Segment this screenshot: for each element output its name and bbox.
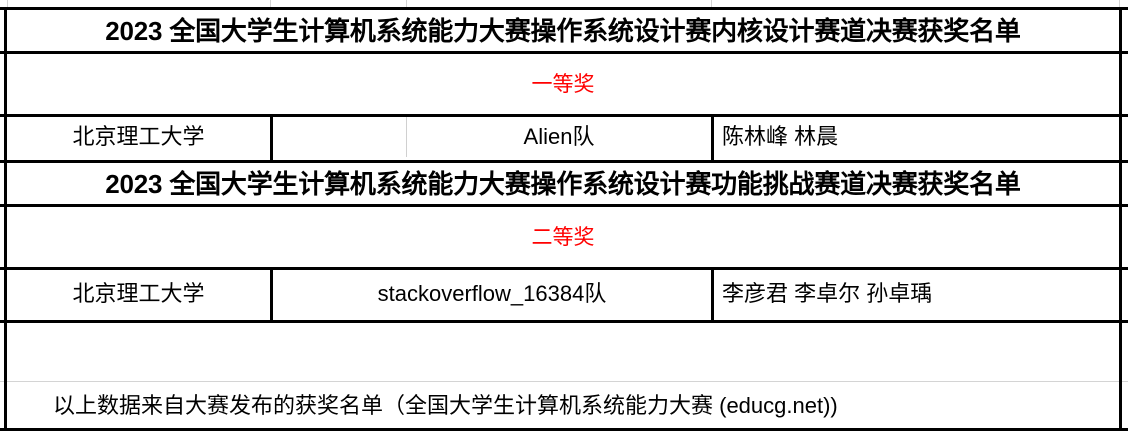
gridline [7, 0, 8, 7]
table-row-2-members: 李彦君 李卓尔 孙卓瑀 [714, 270, 1119, 317]
section-title-1-cell: 2023 全国大学生计算机系统能力大赛操作系统设计赛内核设计赛道决赛获奖名单 [7, 10, 1119, 51]
table-row-2-team: stackoverflow_16384队 [273, 270, 711, 317]
footer-note-cell: 以上数据来自大赛发布的获奖名单（全国大学生计算机系统能力大赛 (educg.ne… [7, 384, 1119, 428]
top-clipped-row [0, 0, 1128, 7]
border-above-data-row-1 [0, 114, 1128, 117]
award-label-2: 二等奖 [531, 225, 595, 249]
gridline [270, 0, 271, 7]
border-top-title-1 [0, 7, 1128, 10]
gridline [1119, 0, 1120, 7]
section-title-2-cell: 2023 全国大学生计算机系统能力大赛操作系统设计赛功能挑战赛道决赛获奖名单 [7, 163, 1119, 204]
award-label-1-cell: 一等奖 [7, 54, 1119, 114]
footer-note: 以上数据来自大赛发布的获奖名单（全国大学生计算机系统能力大赛 (educg.ne… [53, 393, 838, 418]
border-col-team-2 [711, 267, 714, 320]
section-title-2: 2023 全国大学生计算机系统能力大赛操作系统设计赛功能挑战赛道决赛获奖名单 [105, 168, 1021, 199]
gridline-col-blank-1 [406, 117, 407, 157]
border-below-data-row-2 [0, 320, 1128, 323]
table-row-1-blank [273, 117, 406, 157]
border-bottom-footer [0, 428, 1128, 431]
member-names: 李彦君 李卓尔 孙卓瑀 [722, 280, 933, 306]
border-col-school-2 [270, 267, 273, 320]
table-row-1-members: 陈林峰 林晨 [714, 117, 1119, 157]
gridline-above-footer [0, 381, 1128, 382]
border-below-data-row-1 [0, 160, 1128, 163]
border-col-team-1 [711, 114, 714, 160]
team-name: stackoverflow_16384队 [377, 280, 607, 306]
gridline [406, 0, 407, 7]
section-title-1: 2023 全国大学生计算机系统能力大赛操作系统设计赛内核设计赛道决赛获奖名单 [105, 15, 1021, 46]
table-row-2-school: 北京理工大学 [7, 270, 270, 317]
table-row-1-team: Alien队 [407, 117, 711, 157]
school-name: 北京理工大学 [72, 280, 205, 306]
school-name: 北京理工大学 [72, 124, 205, 149]
border-bottom-title-1 [0, 51, 1128, 54]
border-above-data-row-2 [0, 267, 1128, 270]
gridline [711, 0, 712, 7]
border-right-edge [1119, 7, 1122, 431]
team-name: Alien队 [523, 124, 595, 149]
award-label-2-cell: 二等奖 [7, 207, 1119, 267]
member-names: 陈林峰 林晨 [722, 124, 839, 149]
border-left-edge [4, 7, 7, 431]
border-bottom-title-2 [0, 204, 1128, 207]
border-col-school-1 [270, 114, 273, 160]
empty-spacer-row [7, 323, 1119, 381]
award-label-1: 一等奖 [531, 72, 595, 96]
table-row-1-school: 北京理工大学 [7, 117, 270, 157]
